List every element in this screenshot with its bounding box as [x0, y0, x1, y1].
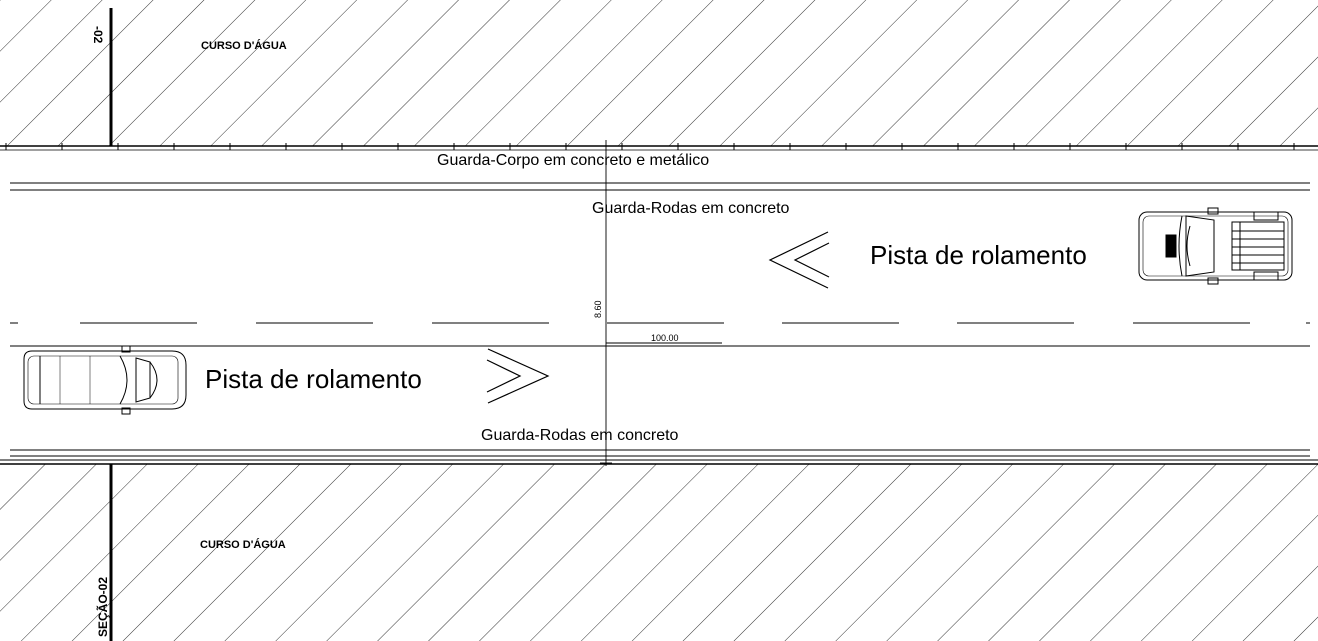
dimension-lines: [600, 140, 722, 466]
section-label-bottom: SEÇÃO-02: [95, 577, 110, 637]
railing-top: [0, 143, 1318, 151]
curb-top-lines: [10, 182, 1310, 191]
railing-posts: [5, 143, 1295, 150]
water-hatch-top: [0, 0, 1318, 146]
dimension-length-label: 100.00: [651, 333, 679, 343]
dimension-width-label: 8.60: [593, 300, 603, 318]
curb-bottom-lines: [0, 449, 1318, 465]
lane-label-top: Pista de rolamento: [870, 240, 1087, 270]
railing-label: Guarda-Corpo em concreto e metálico: [437, 152, 709, 169]
water-label-bottom: CURSO D'ÁGUA: [200, 538, 286, 551]
arrow-right-icon: [486, 348, 550, 404]
curb-label-bottom: Guarda-Rodas em concreto: [481, 427, 679, 444]
lane-label-bottom: Pista de rolamento: [205, 364, 422, 394]
pickup-truck-icon: [1138, 207, 1293, 285]
section-label-top: -02: [91, 26, 105, 44]
arrow-left-icon: [768, 231, 830, 289]
curb-label-top: Guarda-Rodas em concreto: [592, 200, 790, 217]
suv-icon: [23, 345, 187, 415]
water-label-top: CURSO D'ÁGUA: [201, 39, 287, 52]
water-hatch-bottom: [0, 464, 1318, 641]
